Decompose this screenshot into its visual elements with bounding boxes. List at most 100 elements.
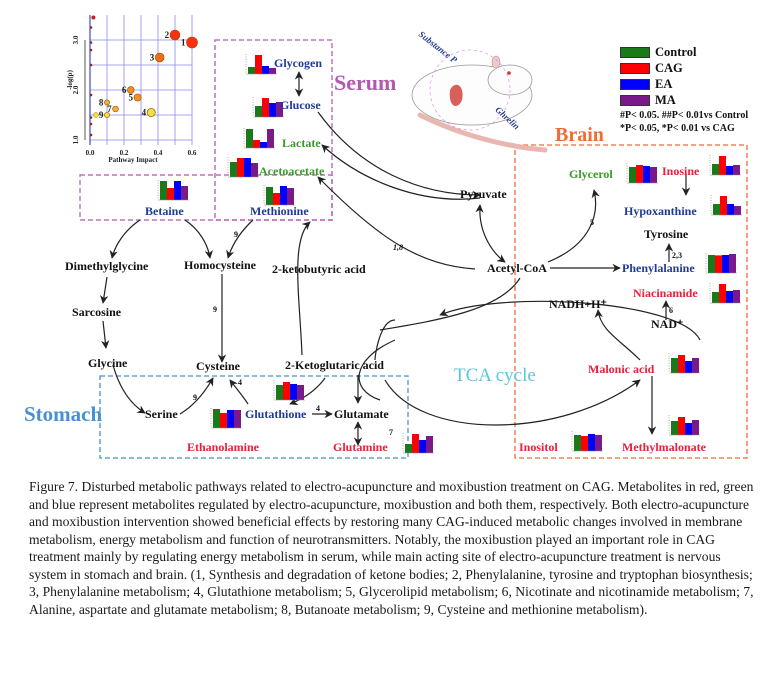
minor-data-point	[89, 93, 93, 97]
x-tick-label: 0.4	[154, 149, 163, 157]
metabolite-cysteine: Cysteine	[196, 359, 240, 373]
metabolite-lactate: Lactate	[282, 136, 321, 150]
legend-item-ea: EA	[620, 76, 748, 92]
metabolite-acetyl-coa: Acetyl-CoA	[487, 261, 547, 275]
metabolite-glycine: Glycine	[88, 356, 128, 370]
x-tick-label: 0.0	[86, 149, 95, 157]
caption-text: Disturbed metabolic pathways related to …	[29, 479, 754, 617]
mini-bar-chart-ethanolamine	[210, 408, 242, 429]
metabolite-glycerol: Glycerol	[569, 167, 613, 181]
metabolite-nad: NAD⁺	[651, 317, 684, 331]
significance-note-control: #P< 0.05. ##P< 0.01vs Control	[620, 110, 749, 121]
mini-bar-chart-glycogen	[245, 54, 277, 75]
rat-illustration	[411, 49, 548, 153]
mini-bar-ma	[251, 163, 258, 177]
data-point-6	[127, 86, 135, 94]
pathway-number-4-glutathione: 4	[316, 404, 320, 413]
mini-bar-ea	[280, 186, 287, 205]
figure-number: Figure 7.	[29, 479, 79, 494]
data-point-5	[133, 93, 142, 102]
mini-bar-ma	[692, 358, 699, 373]
mini-bar-ea	[685, 361, 692, 373]
y-tick-label: 1.0	[72, 135, 80, 144]
data-point-label: 4	[142, 108, 147, 118]
metabolite-ethanolamine: Ethanolamine	[187, 440, 260, 454]
mini-bar-ea	[726, 291, 733, 303]
ea-swatch	[620, 78, 650, 90]
metabolite-2-ketobutyric-acid: 2-ketobutyric acid	[272, 262, 366, 276]
data-point-9	[104, 112, 110, 118]
cag-swatch	[620, 62, 650, 74]
mini-bar-ma	[426, 436, 433, 453]
y-axis-label: -log(p)	[66, 69, 74, 90]
mini-bar-control	[708, 255, 715, 273]
serum-lower-region-box	[79, 174, 333, 221]
x-tick-label: 0.6	[188, 149, 197, 157]
mini-bar-cag	[255, 55, 262, 74]
metabolite-hypoxanthine: Hypoxanthine	[624, 204, 697, 218]
mini-bar-ea	[269, 103, 276, 117]
mini-bar-ma	[181, 186, 188, 200]
pathway-arrows	[99, 71, 701, 446]
x-axis-label: Pathway Impact	[108, 156, 158, 164]
data-point-2	[169, 29, 181, 41]
mini-bar-ea	[244, 158, 251, 177]
brain-region-box	[514, 144, 748, 459]
data-point-label: 9	[99, 110, 104, 120]
mini-bar-cag	[167, 188, 174, 200]
stomach-region-box	[99, 375, 409, 459]
pathway-number-9-methionine: 9	[234, 230, 238, 239]
metabolite-serine: Serine	[145, 407, 178, 421]
metabolite-pyruvate: Pyruvate	[460, 187, 507, 201]
mini-bar-cag	[262, 98, 269, 117]
mini-bar-charts	[157, 54, 742, 454]
mini-bar-chart-phenylalanine	[705, 253, 737, 274]
mini-bar-control	[629, 167, 636, 183]
pathway-number-9-serine: 9	[193, 393, 197, 402]
data-point-8	[104, 99, 110, 106]
mini-bar-ea	[685, 423, 692, 435]
minor-data-point	[89, 63, 93, 67]
mini-bar-cag	[237, 158, 244, 177]
mini-bar-chart-glutathione	[273, 380, 305, 401]
pathway-number-6: 6	[669, 306, 673, 315]
pathway-number-4-cysteine: 4	[238, 378, 242, 387]
metabolite-malonic-acid: Malonic acid	[588, 362, 655, 376]
mini-bar-ma	[729, 254, 736, 273]
mini-bar-chart-hypoxanthine	[710, 195, 742, 216]
mini-bar-chart-betaine	[157, 180, 189, 201]
mini-bar-cag	[678, 417, 685, 435]
mini-bar-ea	[726, 166, 733, 175]
mini-bar-control	[255, 106, 262, 117]
control-swatch	[620, 46, 650, 58]
mini-bar-ma	[595, 435, 602, 451]
pathway-number-7: 7	[389, 428, 393, 437]
metabolite-sarcosine: Sarcosine	[72, 305, 122, 319]
mini-bar-control	[213, 409, 220, 428]
metabolite-glucose: Glucose	[280, 98, 321, 112]
legend-item-control: Control	[620, 44, 748, 60]
mini-bar-ma	[650, 167, 657, 183]
minor-data-point	[89, 133, 93, 137]
mini-bar-ea	[419, 440, 426, 453]
mini-bar-cag	[720, 196, 727, 215]
minor-data-point	[89, 48, 93, 52]
pathway-number-5: 5	[590, 218, 594, 227]
pathway-number-9-homocysteine: 9	[213, 305, 217, 314]
mini-bar-control	[713, 204, 720, 215]
legend: Control CAG EA MA #P< 0.05. ##P< 0.01vs …	[620, 44, 748, 134]
mini-bar-cag	[412, 434, 419, 453]
serum-region-title: Serum	[334, 70, 397, 95]
mini-bar-cag	[581, 436, 588, 451]
mini-bar-ea	[262, 66, 269, 74]
data-point-label: 8	[99, 98, 104, 108]
mini-bar-chart-niacinamide	[709, 283, 741, 304]
mini-bar-ma	[733, 165, 740, 175]
mini-bar-control	[248, 67, 255, 74]
mini-bar-chart-glucose	[252, 97, 284, 118]
mini-bar-control	[405, 444, 412, 453]
metabolite-inositol: Inositol	[519, 440, 558, 454]
metabolite-tyrosine: Tyrosine	[644, 227, 689, 241]
mini-bar-ma	[269, 68, 276, 74]
data-point-label: 3	[150, 53, 155, 63]
